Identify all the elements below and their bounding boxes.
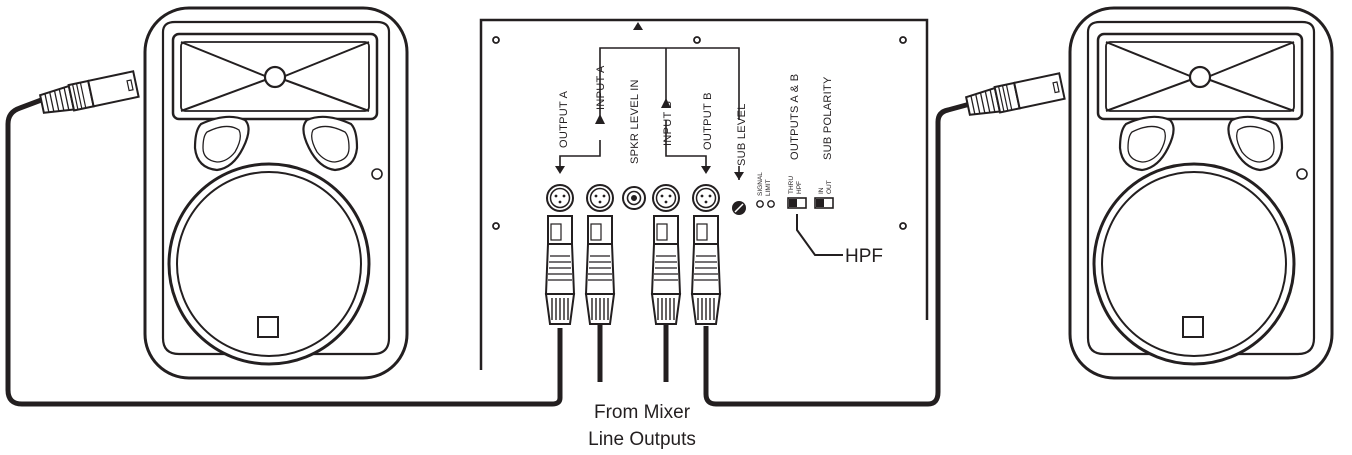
input-a-plug-icon (585, 215, 615, 325)
output-a-jack-icon[interactable] (546, 184, 574, 212)
output-a-label: OUTPUT A (558, 90, 570, 148)
outputs-hpf-switch[interactable] (787, 197, 807, 209)
thru-label: THRU (788, 176, 795, 194)
left-xlr-plug-icon (38, 70, 140, 118)
hpf-callout-label: HPF (845, 246, 883, 267)
in-label: IN (818, 187, 825, 194)
input-a-label: INPUT A (595, 65, 607, 110)
caption-line-1: From Mixer (594, 402, 691, 423)
limit-led-icon (767, 200, 775, 208)
spkr-level-in-label: SPKR LEVEL IN (629, 79, 641, 164)
input-b-plug-icon (651, 215, 681, 325)
hpf-small-label: HPF (796, 181, 803, 194)
output-b-label: OUTPUT B (702, 92, 714, 150)
limit-label: LIMIT (765, 179, 772, 196)
outputs-ab-label: OUTPUTS A & B (789, 74, 801, 160)
sub-level-label: SUB LEVEL (736, 103, 748, 166)
output-b-jack-icon[interactable] (692, 184, 720, 212)
panel-screws (492, 36, 907, 230)
mixer-input-cables (597, 324, 669, 382)
hpf-callout-line (796, 214, 843, 256)
caption-line-2: Line Outputs (588, 429, 696, 450)
sub-level-knob-icon[interactable] (732, 201, 746, 215)
right-xlr-plug-icon (964, 72, 1066, 120)
output-b-plug-icon (691, 215, 721, 325)
amplifier-panel (479, 18, 929, 370)
right-speaker-cable (703, 101, 971, 407)
out-label: OUT (826, 180, 833, 194)
signal-label: SIGNAL (757, 172, 764, 196)
signal-led-icon (756, 200, 764, 208)
left-speaker-cable (5, 96, 563, 407)
spkr-level-in-jack-icon[interactable] (622, 186, 646, 210)
right-speaker-icon (1068, 6, 1334, 380)
sub-polarity-switch[interactable] (814, 197, 834, 209)
input-a-jack-icon[interactable] (586, 184, 614, 212)
output-a-plug-icon (545, 215, 575, 325)
left-speaker-icon (143, 6, 409, 380)
sub-polarity-label: SUB POLARITY (822, 76, 834, 160)
signal-arrows (555, 98, 744, 180)
input-b-jack-icon[interactable] (652, 184, 680, 212)
center-arrow (633, 22, 643, 30)
input-b-label: INPUT B (662, 101, 674, 146)
